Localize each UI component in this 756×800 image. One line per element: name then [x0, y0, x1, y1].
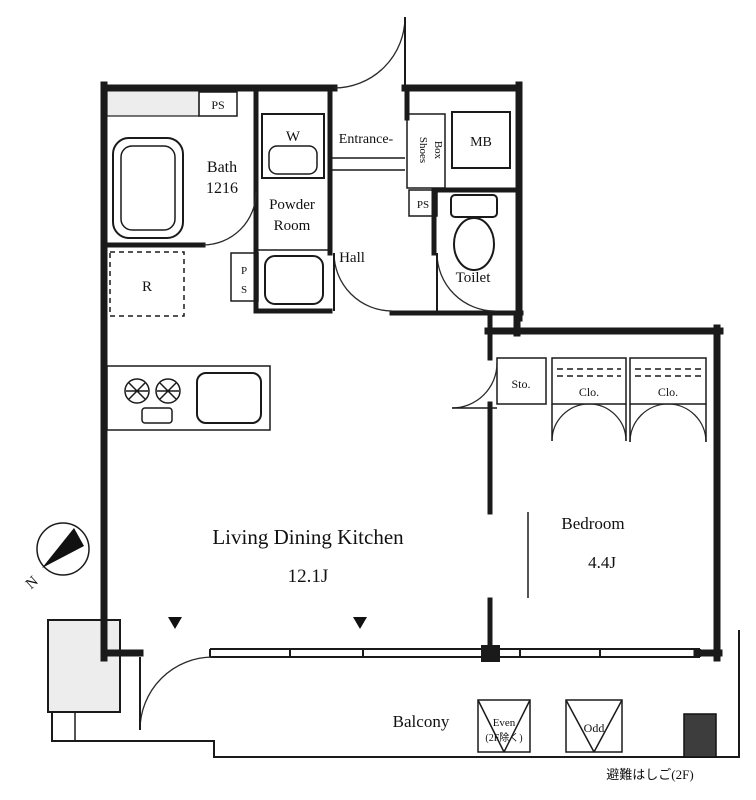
- washer-label: W: [286, 129, 301, 145]
- entrance-area: Entrance-: [332, 16, 406, 171]
- ps-top-box: [198, 91, 238, 117]
- opening-marker-icon: [353, 617, 367, 629]
- bedroom-label: Bedroom: [561, 514, 624, 533]
- compass-north-label: N: [23, 573, 42, 592]
- closet-right-door-leaves: [629, 404, 707, 442]
- powder-door-arc: [333, 252, 393, 312]
- compass: N: [23, 522, 90, 593]
- closet-hanger-pole: [557, 368, 621, 377]
- bath-size-label: 1216: [206, 180, 238, 197]
- bathtub-inner: [120, 145, 176, 231]
- ps-mid-label-top: P: [241, 265, 247, 277]
- window-band: [168, 617, 701, 662]
- fridge-label: R: [142, 279, 152, 295]
- window-mullions: [209, 649, 701, 657]
- closet-hanger-pole: [635, 368, 701, 377]
- bath-label: Bath: [207, 159, 237, 176]
- stove-burner-icon: [155, 378, 181, 404]
- evacuation-hatch: [683, 713, 717, 758]
- balcony-railing: [51, 630, 740, 758]
- meter-box: MB: [451, 111, 511, 169]
- bath-door-arc: [202, 191, 257, 246]
- pipe-space-mid: P S: [230, 252, 259, 302]
- balcony-door: [139, 656, 214, 731]
- ps-top-label: PS: [211, 98, 224, 112]
- storage-door-arc: [451, 362, 498, 409]
- mb-label: MB: [470, 135, 492, 150]
- bath-room: Bath 1216: [112, 137, 257, 246]
- ldk-label: Living Dining Kitchen: [212, 525, 404, 549]
- entrance-step-lines: [332, 157, 405, 171]
- bedroom-size-label: 4.4J: [588, 553, 616, 572]
- shoes-box-label-1: Shoes: [417, 137, 429, 163]
- shoes-box-label-2: Box: [432, 141, 444, 160]
- compass-circle: [36, 522, 90, 576]
- odd-label: Odd: [584, 721, 605, 735]
- stove-burner-icon: [124, 378, 150, 404]
- toilet-door-arc: [436, 252, 496, 312]
- toilet-room: Toilet: [436, 194, 498, 312]
- kitchen-sink: [196, 372, 262, 424]
- ps-hall-box: [408, 189, 438, 217]
- fridge-dashed-box: [109, 251, 185, 317]
- washer-drum: [268, 145, 318, 175]
- ps-mid-label-bottom: S: [241, 284, 247, 296]
- counter-outline: [106, 365, 271, 431]
- closet-left-label: Clo.: [579, 385, 599, 399]
- opening-marker-icon: [168, 617, 182, 629]
- balcony-door-arc: [139, 656, 214, 731]
- storage-box: [496, 357, 547, 405]
- escape-ladder-label: 避難はしご(2F): [606, 767, 693, 782]
- shoes-box: Shoes Box: [406, 113, 446, 189]
- closet-right-label: Clo.: [658, 385, 678, 399]
- mb-rect: [451, 111, 511, 169]
- structural-pillar: [47, 619, 121, 713]
- window-glass-lines: [210, 648, 700, 658]
- vanity-sink: [264, 255, 324, 305]
- stove-grill: [141, 407, 173, 424]
- storage-label: Sto.: [511, 377, 530, 391]
- even-marker-diagonals: [477, 699, 531, 753]
- burner-flame-marks: [157, 382, 179, 400]
- compass-needle-icon: [42, 528, 84, 568]
- toilet-label: Toilet: [456, 270, 492, 286]
- hall-label: Hall: [339, 250, 365, 266]
- pipe-space-top: PS: [198, 91, 238, 117]
- closet-left-door-arcs: [551, 403, 627, 442]
- odd-marker-diagonals: [565, 699, 623, 753]
- entrance-door-arc: [333, 16, 406, 89]
- balcony-outline: [51, 630, 740, 758]
- ps-mid-box: [230, 252, 259, 302]
- powder-room: W Powder Room: [258, 113, 393, 312]
- pipe-space-hall: PS: [408, 189, 438, 217]
- powder-room-label-2: Room: [274, 218, 311, 234]
- kitchen-counter: [106, 365, 271, 431]
- bedroom: Bedroom 4.4J: [527, 512, 625, 598]
- toilet-bowl: [453, 217, 495, 271]
- balcony-label: Balcony: [393, 712, 450, 731]
- ps-hall-label: PS: [417, 199, 429, 211]
- storage-closets: Sto. Clo. Clo.: [451, 357, 707, 443]
- toilet-tank: [450, 194, 498, 218]
- closet-left-door-leaves: [551, 404, 627, 441]
- entrance-label: Entrance-: [339, 132, 394, 147]
- refrigerator-space: R: [109, 251, 185, 317]
- service-duct-area: [106, 89, 200, 117]
- bathtub: [112, 137, 184, 239]
- burner-flame-marks: [126, 382, 148, 400]
- even-label-1: Even: [493, 717, 516, 729]
- exterior-walls: [100, 81, 724, 662]
- balcony-annotations: Balcony Even (2F除く) Odd 避難はしご(2F): [393, 699, 694, 782]
- window-pier: [481, 645, 500, 662]
- ldk-size-label: 12.1J: [288, 566, 329, 587]
- even-label-2: (2F除く): [485, 731, 522, 744]
- washer-box: [261, 113, 325, 179]
- closet-right-door-arcs: [629, 403, 707, 443]
- powder-room-label-1: Powder: [269, 197, 315, 213]
- shoes-box-rect: [406, 113, 446, 189]
